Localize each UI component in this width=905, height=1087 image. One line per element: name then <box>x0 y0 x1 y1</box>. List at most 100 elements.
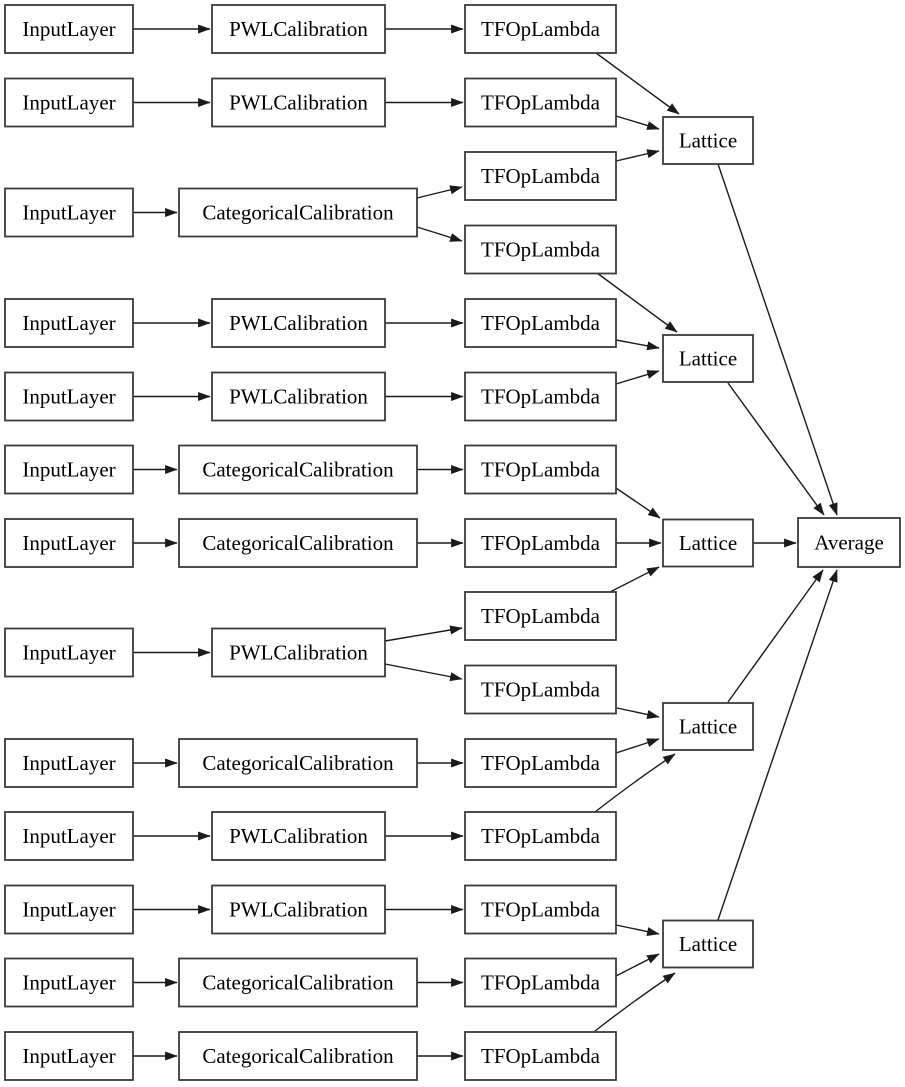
pwl-calibration-box <box>211 811 386 861</box>
tf-op-lambda-label: TFOpLambda <box>481 458 601 482</box>
input-layer-box <box>4 627 134 678</box>
node-lat5-lattice: Lattice <box>662 919 754 969</box>
edge-op10-to-lat4 <box>616 707 660 719</box>
tf-op-lambda-box <box>464 957 617 1008</box>
node-cal1-pwl-calibration: PWLCalibration <box>211 4 386 54</box>
input-layer-box <box>4 518 134 568</box>
tf-op-lambda-box <box>464 591 617 641</box>
node-op3-tf-op-lambda: TFOpLambda <box>464 151 617 201</box>
node-cal10-pwl-calibration: PWLCalibration <box>211 811 386 861</box>
edge-op5-to-lat2 <box>615 339 660 351</box>
input-layer-box <box>4 957 134 1008</box>
node-op13-tf-op-lambda: TFOpLambda <box>464 884 617 935</box>
node-cal3-categorical-calibration: CategoricalCalibration <box>178 187 418 238</box>
node-avg-average: Average <box>797 517 901 568</box>
edge-cal3-to-op4 <box>416 226 463 242</box>
categorical-calibration-label: CategoricalCalibration <box>202 1044 394 1068</box>
input-layer-label: InputLayer <box>22 1044 115 1068</box>
tf-op-lambda-box <box>464 77 617 128</box>
edge-op3-to-lat1 <box>615 149 660 162</box>
node-cal2-pwl-calibration: PWLCalibration <box>211 77 386 128</box>
tf-op-lambda-label: TFOpLambda <box>481 751 601 775</box>
edges-layer <box>133 24 838 1061</box>
lattice-box <box>662 116 754 165</box>
categorical-calibration-box <box>178 1031 418 1081</box>
node-lat3-lattice: Lattice <box>662 518 754 568</box>
lattice-label: Lattice <box>679 531 737 555</box>
node-in9-input-layer: InputLayer <box>4 738 134 788</box>
node-in8-input-layer: InputLayer <box>4 627 134 678</box>
tf-op-lambda-box <box>464 811 617 861</box>
edge-op4-to-lat2 <box>596 272 678 333</box>
input-layer-label: InputLayer <box>22 641 115 665</box>
pwl-calibration-box <box>211 4 386 54</box>
edge-op14-to-lat5 <box>615 953 660 977</box>
tf-op-lambda-box <box>464 518 617 568</box>
node-in2-input-layer: InputLayer <box>4 77 134 128</box>
tf-op-lambda-box <box>464 371 617 422</box>
categorical-calibration-label: CategoricalCalibration <box>202 458 394 482</box>
edge-op2-to-lat1 <box>615 115 660 130</box>
edge-op15-to-lat5 <box>594 972 676 1032</box>
input-layer-box <box>4 187 134 238</box>
input-layer-label: InputLayer <box>22 751 115 775</box>
node-op1-tf-op-lambda: TFOpLambda <box>464 4 617 54</box>
average-label: Average <box>814 531 884 555</box>
tf-op-lambda-box <box>464 4 617 54</box>
node-in6-input-layer: InputLayer <box>4 444 134 495</box>
input-layer-label: InputLayer <box>22 311 115 335</box>
tf-op-lambda-label: TFOpLambda <box>481 898 601 922</box>
pwl-calibration-label: PWLCalibration <box>229 311 368 335</box>
node-op7-tf-op-lambda: TFOpLambda <box>464 444 617 495</box>
edge-lat4-to-avg <box>727 569 824 703</box>
input-layer-label: InputLayer <box>22 91 115 115</box>
node-in3-input-layer: InputLayer <box>4 187 134 238</box>
edge-lat1-to-avg <box>717 163 838 516</box>
tf-op-lambda-box <box>464 738 617 788</box>
input-layer-box <box>4 77 134 128</box>
lattice-box <box>662 919 754 969</box>
node-op14-tf-op-lambda: TFOpLambda <box>464 957 617 1008</box>
input-layer-box <box>4 4 134 54</box>
input-layer-box <box>4 884 134 935</box>
categorical-calibration-label: CategoricalCalibration <box>202 751 394 775</box>
tf-op-lambda-box <box>464 444 617 495</box>
pwl-calibration-label: PWLCalibration <box>229 91 368 115</box>
edge-cal8-to-op9 <box>384 625 463 642</box>
categorical-calibration-box <box>178 957 418 1008</box>
node-cal7-categorical-calibration: CategoricalCalibration <box>178 518 418 568</box>
input-layer-box <box>4 444 134 495</box>
pwl-calibration-label: PWLCalibration <box>229 824 368 848</box>
tf-op-lambda-label: TFOpLambda <box>481 238 601 262</box>
tf-op-lambda-label: TFOpLambda <box>481 678 601 702</box>
node-lat2-lattice: Lattice <box>662 334 754 383</box>
input-layer-box <box>4 298 134 348</box>
node-cal6-categorical-calibration: CategoricalCalibration <box>178 444 418 495</box>
edge-op6-to-lat2 <box>615 370 660 385</box>
node-cal11-pwl-calibration: PWLCalibration <box>211 884 386 935</box>
node-op9-tf-op-lambda: TFOpLambda <box>464 591 617 641</box>
node-in5-input-layer: InputLayer <box>4 371 134 422</box>
tf-op-lambda-box <box>464 884 617 935</box>
input-layer-label: InputLayer <box>22 458 115 482</box>
average-box <box>797 517 901 568</box>
lattice-label: Lattice <box>679 715 737 739</box>
pwl-calibration-label: PWLCalibration <box>229 898 368 922</box>
pwl-calibration-box <box>211 884 386 935</box>
input-layer-box <box>4 811 134 861</box>
edge-lat5-to-avg <box>717 569 838 921</box>
pwl-calibration-label: PWLCalibration <box>229 641 368 665</box>
categorical-calibration-label: CategoricalCalibration <box>202 531 394 555</box>
node-op11-tf-op-lambda: TFOpLambda <box>464 738 617 788</box>
input-layer-label: InputLayer <box>22 531 115 555</box>
tf-op-lambda-box <box>464 298 617 348</box>
categorical-calibration-box <box>178 444 418 495</box>
tf-op-lambda-box <box>464 224 617 275</box>
node-in13-input-layer: InputLayer <box>4 1031 134 1081</box>
tf-op-lambda-box <box>464 664 617 715</box>
node-op12-tf-op-lambda: TFOpLambda <box>464 811 617 861</box>
input-layer-box <box>4 1031 134 1081</box>
node-op6-tf-op-lambda: TFOpLambda <box>464 371 617 422</box>
edge-op9-to-lat3 <box>609 566 660 593</box>
